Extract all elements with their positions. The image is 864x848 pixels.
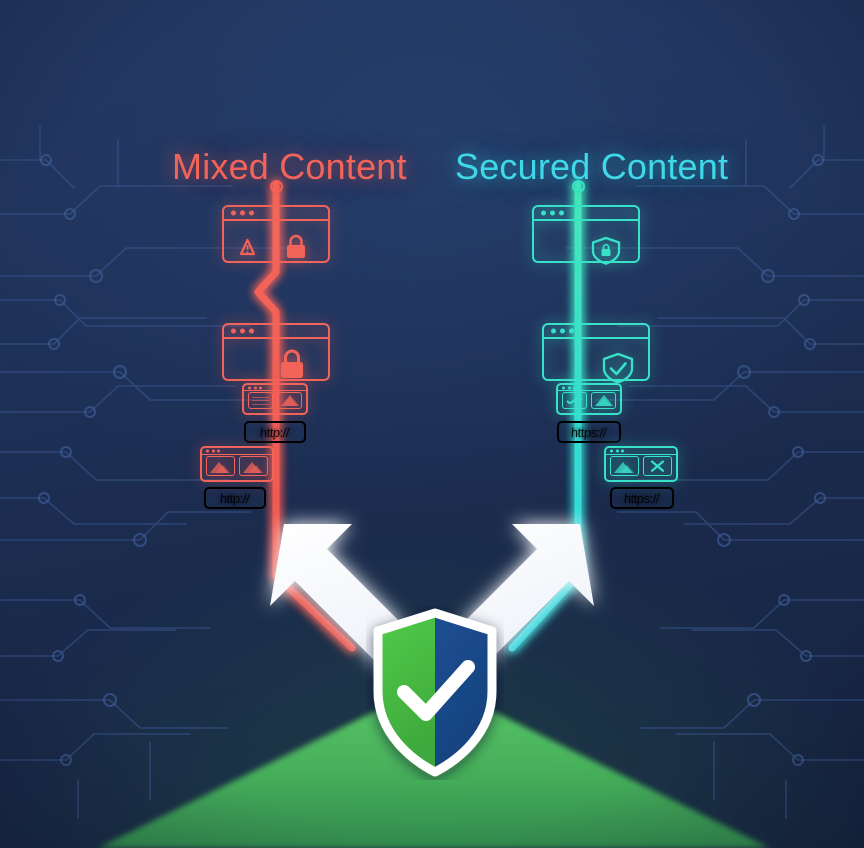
browser-window-warning[interactable] — [222, 205, 330, 263]
protocol-chip-label: http:// — [219, 490, 251, 506]
resource-panel-upper-right[interactable] — [556, 383, 622, 415]
protocol-chip-label: http:// — [259, 424, 291, 440]
text-lines-icon — [248, 391, 273, 409]
page-title-secured-content: Secured Content — [455, 146, 729, 187]
protocol-chip-https-lower-right[interactable]: https:// — [610, 487, 674, 509]
protocol-chip-http-lower-left[interactable]: http:// — [204, 487, 266, 509]
shield-lock-icon — [591, 236, 621, 265]
image-icon — [591, 391, 616, 409]
protocol-chip-label: https:// — [623, 490, 661, 506]
resource-panel-upper-left[interactable] — [242, 383, 308, 415]
warning-triangle-icon-mark — [246, 245, 249, 254]
browser-window-shield-lock[interactable] — [532, 205, 640, 265]
protocol-chip-https-upper-right[interactable]: https:// — [557, 421, 621, 443]
panel-title-bar — [606, 448, 676, 456]
check-swoosh-icon — [562, 391, 587, 409]
lock-filled-shackle-icon — [284, 349, 300, 362]
protocol-chip-label: https:// — [570, 424, 608, 440]
resource-panel-lower-right[interactable] — [604, 446, 678, 482]
shield-check-icon — [602, 352, 634, 383]
browser-window-shield-check[interactable] — [542, 323, 650, 383]
image-icon — [206, 455, 235, 476]
panel-title-bar — [244, 385, 306, 392]
protocol-chip-http-upper-left[interactable]: http:// — [244, 421, 306, 443]
panel-title-bar — [558, 385, 620, 392]
panel-title-bar — [202, 448, 272, 456]
close-x-icon — [643, 455, 672, 476]
lock-filled-icon — [281, 362, 303, 378]
browser-window-lock[interactable] — [222, 323, 330, 381]
image-icon — [610, 455, 639, 476]
security-shield[interactable] — [366, 605, 504, 780]
image-icon — [239, 455, 268, 476]
image-icon — [277, 391, 302, 409]
lock-icon — [287, 245, 305, 258]
page-title-mixed-content: Mixed Content — [172, 146, 407, 187]
resource-panel-lower-left[interactable] — [200, 446, 274, 482]
lock-shackle-icon — [289, 234, 303, 245]
